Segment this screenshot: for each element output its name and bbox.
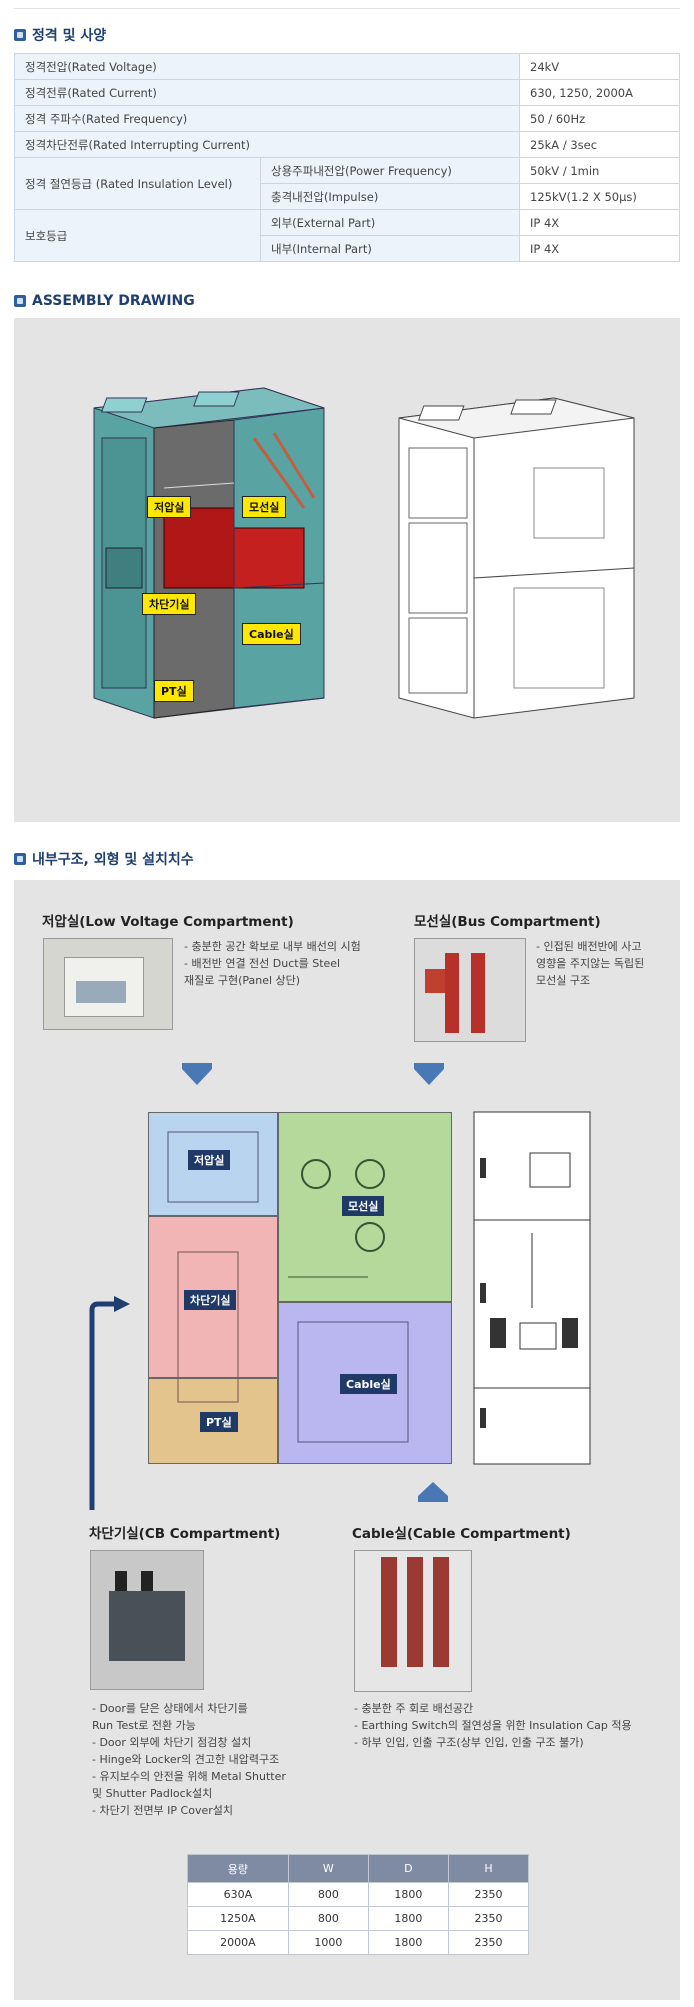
diagram-pt-tag: PT실 <box>200 1412 238 1432</box>
compartment-outline-drawing <box>148 1131 409 1443</box>
table-cell: 800 <box>287 1882 369 1907</box>
table-row: 정격차단전류(Rated Interrupting Current) 25kA … <box>14 131 680 158</box>
column-header: H <box>447 1854 530 1883</box>
arrow-right-icon <box>89 1296 130 1510</box>
spec-value: 50kV / 1min <box>519 157 680 184</box>
spec-table: 정격전압(Rated Voltage) 24kV 정격전류(Rated Curr… <box>14 53 680 262</box>
cb-photo <box>90 1550 204 1690</box>
table-header-row: 용량 W D H <box>187 1854 530 1883</box>
spec-value: IP 4X <box>519 209 680 236</box>
table-cell: 2350 <box>447 1930 530 1955</box>
table-cell: 1800 <box>367 1906 449 1931</box>
cable-photo <box>354 1550 472 1692</box>
assembly-panel: 저압실 모선실 차단기실 Cable실 PT실 <box>14 318 680 822</box>
table-cell: 1800 <box>367 1882 449 1907</box>
cable-desc: - 충분한 주 회로 배선공간 - Earthing Switch의 절연성을 … <box>354 1702 632 1749</box>
table-row: 2000A 1000 1800 2350 <box>187 1930 530 1955</box>
spec-label: 정격전압(Rated Voltage) <box>14 53 520 80</box>
spec-sublabel: 충격내전압(Impulse) <box>260 183 520 210</box>
spec-value: IP 4X <box>519 235 680 262</box>
table-cell: 2350 <box>447 1906 530 1931</box>
spec-label: 정격차단전류(Rated Interrupting Current) <box>14 131 520 158</box>
table-cell: 1250A <box>187 1906 289 1931</box>
table-row: 충격내전압(Impulse) 125kV(1.2 X 50μs) <box>15 183 680 210</box>
section-bullet-icon <box>14 295 26 307</box>
spec-value: 125kV(1.2 X 50μs) <box>519 183 680 210</box>
column-header: W <box>287 1854 369 1883</box>
section-title: ASSEMBLY DRAWING <box>32 293 195 309</box>
cable-tag: Cable실 <box>242 623 301 645</box>
table-row: 630A 800 1800 2350 <box>187 1882 530 1907</box>
arrow-down-icon <box>414 1063 444 1085</box>
cable-title: Cable실(Cable Compartment) <box>352 1526 571 1542</box>
table-cell: 630A <box>187 1882 289 1907</box>
top-divider <box>14 8 680 9</box>
colored-cabinet-drawing <box>93 387 325 719</box>
arrow-down-icon <box>182 1063 212 1085</box>
spec-section-header: 정격 및 사양 <box>14 24 106 46</box>
table-cell: 1800 <box>367 1930 449 1955</box>
spec-value: 50 / 60Hz <box>519 105 680 132</box>
bus-title: 모선실(Bus Compartment) <box>414 914 601 930</box>
spec-value: 25kA / 3sec <box>519 131 680 158</box>
spec-label: 정격 주파수(Rated Frequency) <box>14 105 520 132</box>
cb-title: 차단기실(CB Compartment) <box>89 1526 281 1542</box>
section-bullet-icon <box>14 853 26 865</box>
table-row: 정격 절연등급 (Rated Insulation Level) 상용주파내전압… <box>14 157 680 210</box>
table-row: 1250A 800 1800 2350 <box>187 1906 530 1931</box>
spec-value: 630, 1250, 2000A <box>519 79 680 106</box>
diagram-cable-tag: Cable실 <box>340 1374 397 1394</box>
spec-label: 정격 절연등급 (Rated Insulation Level) <box>14 157 261 210</box>
table-cell: 2000A <box>187 1930 289 1955</box>
column-header: 용량 <box>187 1854 289 1883</box>
spec-sublabel: 상용주파내전압(Power Frequency) <box>260 157 520 184</box>
front-elevation-drawing <box>473 1111 591 1465</box>
low-voltage-photo <box>43 938 173 1030</box>
table-row: 정격 주파수(Rated Frequency) 50 / 60Hz <box>14 105 680 132</box>
table-row: 정격전압(Rated Voltage) 24kV <box>14 53 680 80</box>
lineart-cabinet-drawing <box>398 397 635 719</box>
diagram-bus-tag: 모선실 <box>342 1196 385 1216</box>
section-title: 정격 및 사양 <box>32 28 107 44</box>
pt-tag: PT실 <box>154 680 194 702</box>
table-cell: 800 <box>287 1906 369 1931</box>
table-row: 보호등급 외부(External Part) IP 4X <box>14 209 680 262</box>
spec-value: 24kV <box>519 53 680 80</box>
spec-label: 보호등급 <box>14 209 261 262</box>
diagram-cb-tag: 차단기실 <box>184 1290 237 1310</box>
table-row: 정격전류(Rated Current) 630, 1250, 2000A <box>14 79 680 106</box>
spec-label: 정격전류(Rated Current) <box>14 79 520 106</box>
assembly-section-header: ASSEMBLY DRAWING <box>14 290 195 312</box>
column-header: D <box>367 1854 449 1883</box>
spec-sublabel: 외부(External Part) <box>260 209 520 236</box>
internal-section-header: 내부구조, 외형 및 설치치수 <box>14 848 194 870</box>
diagram-low-voltage-tag: 저압실 <box>188 1150 231 1170</box>
table-cell: 2350 <box>447 1882 530 1907</box>
table-row: 내부(Internal Part) IP 4X <box>15 235 680 262</box>
table-cell: 1000 <box>287 1930 369 1955</box>
low-voltage-tag: 저압실 <box>147 496 192 518</box>
spec-sublabel: 내부(Internal Part) <box>260 235 520 262</box>
section-title: 내부구조, 외형 및 설치치수 <box>32 852 194 868</box>
arrow-up-icon <box>418 1482 448 1502</box>
bus-tag: 모선실 <box>242 496 287 518</box>
section-bullet-icon <box>14 29 26 41</box>
bus-desc: - 인접된 배전반에 사고 영향을 주지않는 독립된 모선실 구조 <box>536 940 645 987</box>
cb-desc: - Door를 닫은 상태에서 차단기를 Run Test로 전환 가능 - D… <box>92 1702 286 1817</box>
bus-photo <box>414 938 526 1042</box>
low-voltage-desc: - 충분한 공간 확보로 내부 배선의 시험 - 배전반 연결 전선 Duct를… <box>184 940 361 987</box>
low-voltage-title: 저압실(Low Voltage Compartment) <box>42 914 294 930</box>
dimensions-table: 용량 W D H 630A 800 1800 2350 1250A 800 18… <box>187 1854 530 1955</box>
cb-tag: 차단기실 <box>142 593 197 615</box>
